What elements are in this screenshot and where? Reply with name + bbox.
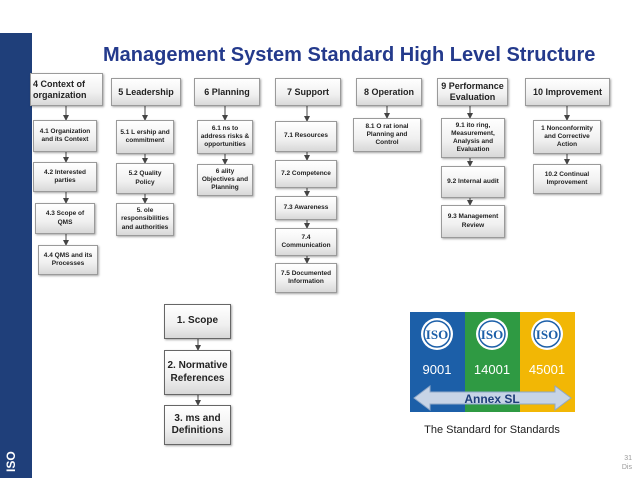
double-arrow-icon bbox=[413, 385, 572, 411]
header-operation: 8 Operation bbox=[356, 78, 422, 106]
svg-text:ISO: ISO bbox=[426, 327, 448, 342]
item-4-4: 4.4 QMS and its Processes bbox=[38, 245, 98, 275]
item-7-3: 7.3 Awareness bbox=[275, 196, 337, 220]
iso-14001-number: 14001 bbox=[474, 362, 510, 377]
iso-45001-number: 45001 bbox=[529, 362, 565, 377]
item-7-1: 7.1 Resources bbox=[275, 121, 337, 152]
item-6-2: 6 ality Objectives and Planning bbox=[197, 164, 253, 196]
banner-tagline: The Standard for Standards bbox=[424, 424, 560, 436]
iso-annex-sl-banner: ISO ISO ISO 9001 14001 45001 Annex SL Th… bbox=[410, 312, 575, 436]
item-9-3: 9.3 Management Review bbox=[441, 205, 505, 238]
item-4-2: 4.2 Interested parties bbox=[33, 162, 97, 192]
slide-number-value: 31 bbox=[624, 455, 632, 462]
clause-terms-definitions: 3. ms and Definitions bbox=[164, 405, 231, 445]
item-9-2: 9.2 Internal audit bbox=[441, 166, 505, 198]
svg-text:ISO: ISO bbox=[481, 327, 503, 342]
iso-logo-icon: ISO bbox=[421, 318, 453, 350]
slide-title: Management System Standard High Level St… bbox=[103, 44, 596, 66]
item-5-3: 5. ole responsibilities and authorities bbox=[116, 203, 174, 236]
header-context-of-organization: 4 Context of organization bbox=[30, 73, 103, 106]
clause-scope: 1. Scope bbox=[164, 304, 231, 339]
annex-sl-label: Annex SL bbox=[464, 392, 519, 406]
slide-number: 31 Dis bbox=[598, 454, 632, 472]
item-10-1: 1 Nonconformity and Corrective Action bbox=[533, 120, 601, 154]
header-performance-evaluation: 9 Performance Evaluation bbox=[437, 78, 508, 106]
item-4-3: 4.3 Scope of QMS bbox=[35, 203, 95, 234]
item-4-1: 4.1 Organization and its Context bbox=[33, 120, 97, 152]
iso-9001-number: 9001 bbox=[423, 362, 452, 377]
slide-note: Dis bbox=[621, 464, 632, 472]
header-improvement: 10 Improvement bbox=[525, 78, 610, 106]
top-band bbox=[0, 0, 638, 33]
item-7-2: 7.2 Competence bbox=[275, 160, 337, 188]
item-8-1: 8.1 O rat ional Planning and Control bbox=[353, 118, 421, 152]
header-planning: 6 Planning bbox=[194, 78, 260, 106]
item-6-1: 6.1 ns to address risks & opportunities bbox=[197, 120, 253, 154]
header-leadership: 5 Leadership bbox=[111, 78, 181, 106]
item-5-1: 5.1 L ership and commitment bbox=[116, 120, 174, 154]
iso-logo-icon: ISO bbox=[531, 318, 563, 350]
item-9-1: 9.1 ito ring, Measurement, Analysis and … bbox=[441, 118, 505, 158]
item-5-2: 5.2 Quality Policy bbox=[116, 163, 174, 194]
item-7-4: 7.4 Communication bbox=[275, 228, 337, 256]
item-7-5: 7.5 Documented Information bbox=[275, 263, 337, 293]
iso-logo-icon: ISO bbox=[476, 318, 508, 350]
clause-normative-references: 2. Normative References bbox=[164, 350, 231, 395]
header-support: 7 Support bbox=[275, 78, 341, 106]
sidebar bbox=[0, 33, 32, 478]
svg-text:ISO: ISO bbox=[536, 327, 558, 342]
item-10-2: 10.2 Continual Improvement bbox=[533, 164, 601, 194]
